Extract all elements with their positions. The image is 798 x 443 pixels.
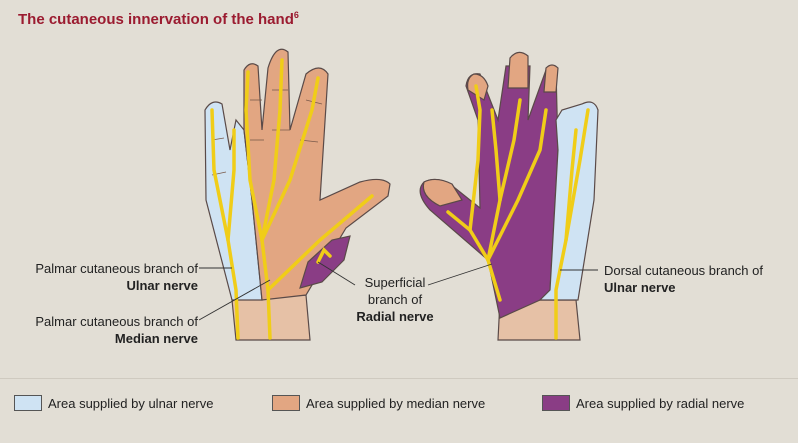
palmar-hand [204, 48, 391, 341]
legend-item-radial: Area supplied by radial nerve [542, 394, 744, 412]
legend-swatch-radial [542, 395, 570, 411]
page-title: The cutaneous innervation of the hand6 [18, 10, 299, 28]
dorsal-median-tips [507, 51, 529, 89]
legend-divider [0, 378, 798, 379]
hands-illustration [198, 48, 599, 341]
legend-swatch-median [272, 395, 300, 411]
dorsal-median-thumb [422, 178, 463, 207]
legend-item-ulnar: Area supplied by ulnar nerve [14, 394, 214, 412]
legend-item-median: Area supplied by median nerve [272, 394, 485, 412]
palmar-radial-area [299, 235, 351, 289]
legend-swatch-ulnar [14, 395, 42, 411]
dorsal-median-tip-ring [543, 64, 559, 93]
label-dorsal-ulnar: Dorsal cutaneous branch of Ulnar nerve [604, 263, 763, 295]
dorsal-hand [419, 51, 599, 341]
label-palmar-median: Palmar cutaneous branch of Median nerve [35, 314, 198, 346]
leader-lines [198, 261, 598, 321]
label-superficial-radial: Superficial branch of Radial nerve [356, 275, 434, 324]
label-palmar-ulnar: Palmar cutaneous branch of Ulnar nerve [35, 261, 198, 293]
